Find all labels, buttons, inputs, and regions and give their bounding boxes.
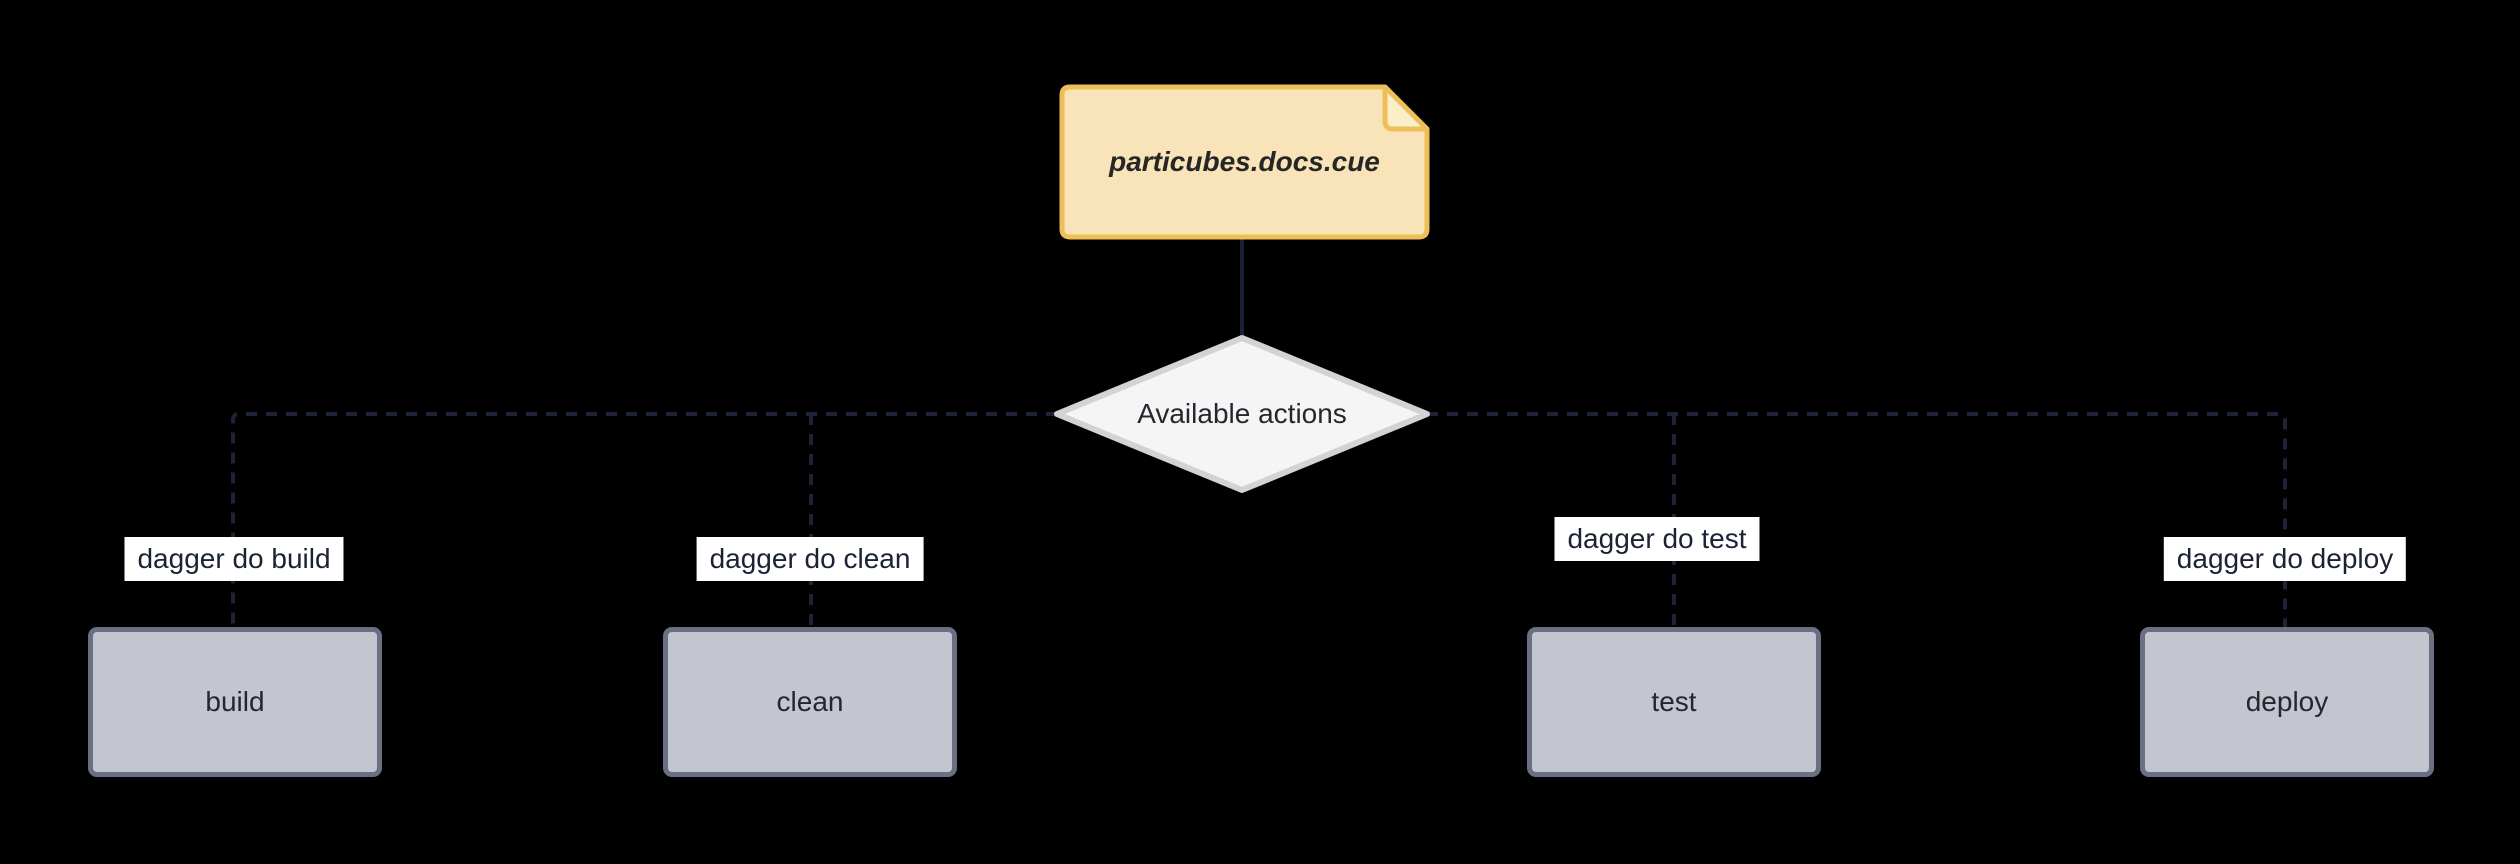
edge-label-test: dagger do test [1554, 517, 1760, 561]
action-node-test: test [1527, 627, 1821, 777]
file-node-fold-corner [1382, 84, 1430, 132]
action-node-test-label: test [1651, 686, 1697, 717]
action-node-build-label: build [205, 686, 265, 717]
edge-label-clean-text: dagger do clean [709, 543, 911, 574]
edge-label-build: dagger do build [124, 537, 344, 581]
file-node-shape [1059, 84, 1430, 240]
action-node-build: build [88, 627, 382, 777]
edge-label-test-text: dagger do test [1567, 523, 1747, 554]
action-node-clean-label: clean [776, 686, 844, 717]
edge-label-build-text: dagger do build [137, 543, 331, 574]
edge-label-clean: dagger do clean [696, 537, 924, 581]
action-node-deploy-label: deploy [2245, 686, 2329, 717]
decision-node-shape [1054, 335, 1430, 493]
action-node-clean: clean [663, 627, 957, 777]
edge-decision-to-deploy [1427, 412, 2287, 627]
action-node-deploy: deploy [2140, 627, 2434, 777]
edge-decision-to-build [231, 412, 1057, 627]
edge-label-deploy-text: dagger do deploy [2176, 543, 2394, 574]
edge-label-deploy: dagger do deploy [2163, 537, 2407, 581]
